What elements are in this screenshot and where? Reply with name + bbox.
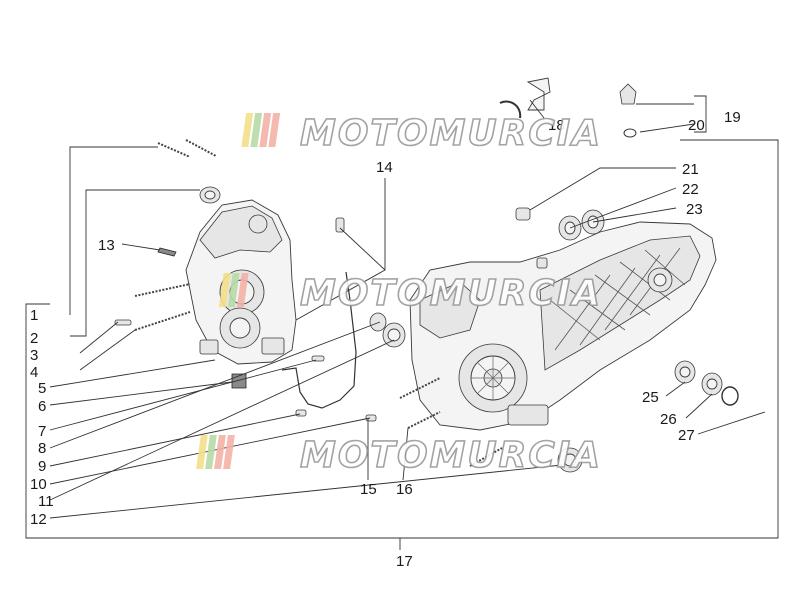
callout-26: 16 xyxy=(396,481,413,498)
right-crankcase-half xyxy=(409,221,717,431)
flag-stripes-icon xyxy=(196,435,235,469)
watermark-brand-text: MOTOMURCIA xyxy=(300,273,602,314)
watermark-middle: MOTOMURCIA xyxy=(218,272,602,315)
callout-22: 20 xyxy=(688,117,705,134)
callout-20: 13 xyxy=(98,237,115,254)
callout-25: 18 xyxy=(548,117,565,134)
callout-6: 5 xyxy=(38,380,46,397)
callout-5: 6 xyxy=(38,398,46,415)
watermark-brand-text: MOTOMURCIA xyxy=(300,435,602,476)
watermark-top: MOTOMURCIA xyxy=(241,112,602,155)
callout-8: 9 xyxy=(38,458,46,475)
callout-23: 3 xyxy=(30,347,38,364)
callout-2: 27 xyxy=(678,427,695,444)
callout-3: 8 xyxy=(38,440,46,457)
flag-stripes-icon xyxy=(241,113,281,147)
callout-15: 12 xyxy=(30,511,47,528)
callout-4: 11 xyxy=(38,493,54,510)
callout-21: 19 xyxy=(724,109,741,126)
callout-9: 23 xyxy=(686,201,703,218)
callout-11: 25 xyxy=(642,389,659,406)
callout-18: 22 xyxy=(682,181,699,198)
callout-13: 10 xyxy=(30,476,47,493)
callout-1: 17 xyxy=(396,553,413,570)
flag-stripes-icon xyxy=(218,273,249,307)
callout-19: 14 xyxy=(376,159,393,176)
callout-10: 26 xyxy=(660,411,677,428)
callout-17: 4 xyxy=(30,364,38,381)
callout-16: 15 xyxy=(360,481,377,498)
callout-14: 1 xyxy=(30,307,38,324)
callout-labels: 1 2 3 4 5 6 7 8 9 10 11 12 13 14 15 16 1… xyxy=(30,109,741,570)
callout-7: 7 xyxy=(38,423,46,440)
callout-27: 21 xyxy=(682,161,699,178)
watermark-bottom: MOTOMURCIA xyxy=(196,434,602,477)
callout-12: 2 xyxy=(30,330,38,347)
studs xyxy=(134,139,503,467)
watermark-brand-text: MOTOMURCIA xyxy=(300,113,602,154)
leader-lines xyxy=(25,95,779,550)
